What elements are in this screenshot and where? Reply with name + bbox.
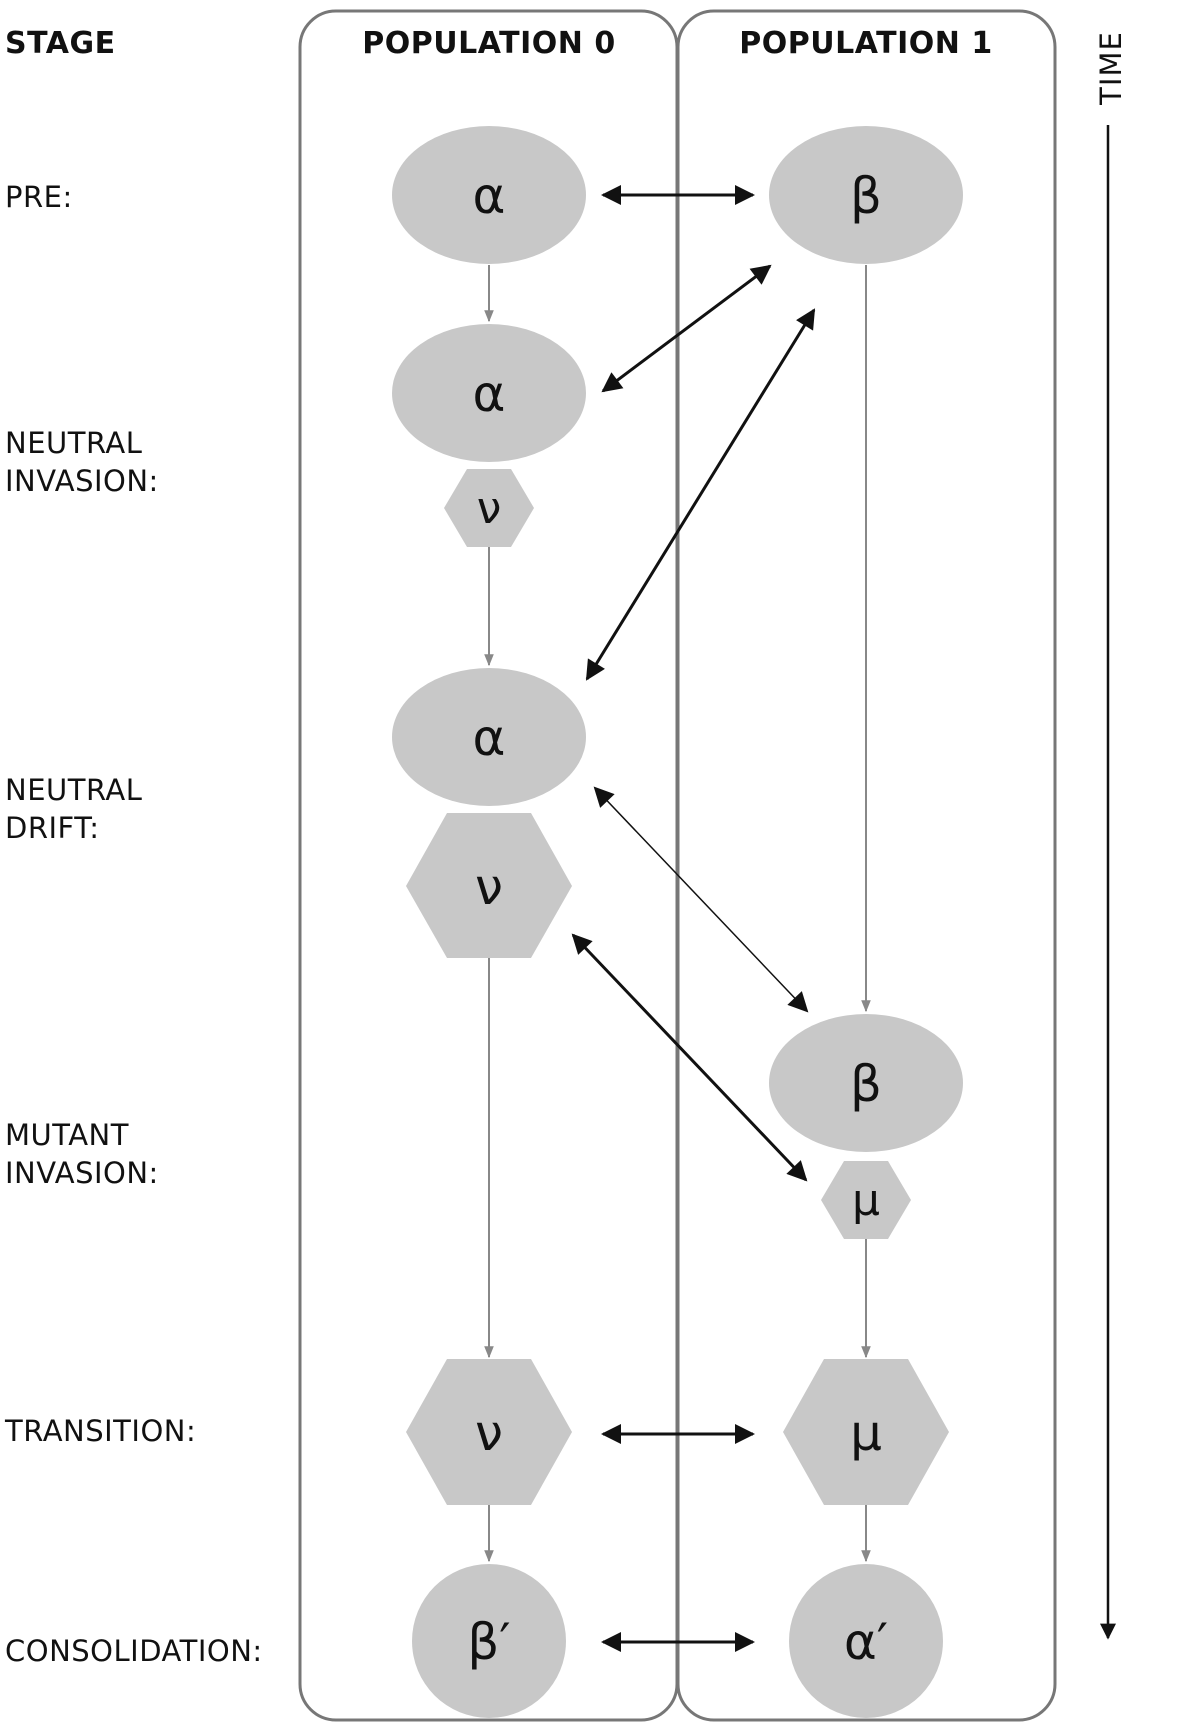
stage-label-mutant-invasion: MUTANT INVASION:	[5, 1118, 159, 1190]
node-symbol: β′	[467, 1613, 510, 1671]
node-shape-hexagon	[821, 1161, 911, 1239]
stage-header: STAGE	[5, 26, 116, 61]
node-shape-ellipse	[392, 668, 586, 806]
node-nd-p0-nu: ν	[406, 813, 572, 958]
node-symbol: ν	[475, 858, 503, 916]
stage-label-transition: TRANSITION:	[4, 1414, 196, 1448]
interaction-arrow-ni-alpha-beta	[601, 264, 772, 393]
stage-label-pre: PRE:	[5, 180, 73, 214]
node-symbol: α	[473, 709, 506, 767]
node-symbol: μ	[850, 1404, 882, 1462]
interaction-arrows	[571, 185, 816, 1652]
node-shape-circle	[412, 1564, 566, 1718]
node-ni-p0-alpha: α	[392, 324, 586, 462]
interaction-arrow-nd-alpha-beta	[585, 308, 816, 681]
stage-label-neutral-invasion: NEUTRAL INVASION:	[5, 426, 159, 498]
node-symbol: α	[473, 167, 506, 225]
node-mi-p1-mu: μ	[821, 1161, 911, 1239]
node-symbol: α	[473, 365, 506, 423]
node-shape-ellipse	[392, 126, 586, 264]
node-tr-p0-nu: ν	[406, 1359, 572, 1505]
node-shape-hexagon	[406, 813, 572, 958]
stage-label-consolidation: CONSOLIDATION:	[5, 1634, 263, 1668]
node-tr-p1-mu: μ	[783, 1359, 949, 1505]
node-nd-p0-alpha: α	[392, 668, 586, 806]
node-ni-p0-nu: ν	[444, 469, 534, 547]
node-symbol: α′	[844, 1613, 888, 1671]
node-mi-p1-beta: β	[769, 1014, 963, 1152]
node-shape-ellipse	[769, 1014, 963, 1152]
population-0-header: POPULATION 0	[362, 26, 615, 61]
stage-label-neutral-drift: NEUTRAL DRIFT:	[5, 773, 152, 845]
lineage-arrows	[484, 265, 871, 1563]
node-pre-p1: β	[769, 126, 963, 264]
node-co-p1: α′	[789, 1564, 943, 1718]
node-shape-hexagon	[783, 1359, 949, 1505]
node-symbol: ν	[477, 483, 502, 534]
node-shape-circle	[789, 1564, 943, 1718]
node-symbol: ν	[475, 1404, 503, 1462]
node-shape-hexagon	[444, 469, 534, 547]
node-shape-hexagon	[406, 1359, 572, 1505]
node-co-p0: β′	[412, 1564, 566, 1718]
time-label: TIME	[1094, 31, 1128, 106]
node-symbol: β	[850, 1055, 882, 1113]
interaction-arrow-nd-alpha-mi-beta	[593, 786, 809, 1013]
node-symbol: μ	[852, 1175, 880, 1226]
node-shape-ellipse	[769, 126, 963, 264]
node-shape-ellipse	[392, 324, 586, 462]
population-1-header: POPULATION 1	[739, 26, 992, 61]
node-pre-p0: α	[392, 126, 586, 264]
interaction-arrow-nu-mu	[571, 933, 808, 1182]
node-symbol: β	[850, 167, 882, 225]
